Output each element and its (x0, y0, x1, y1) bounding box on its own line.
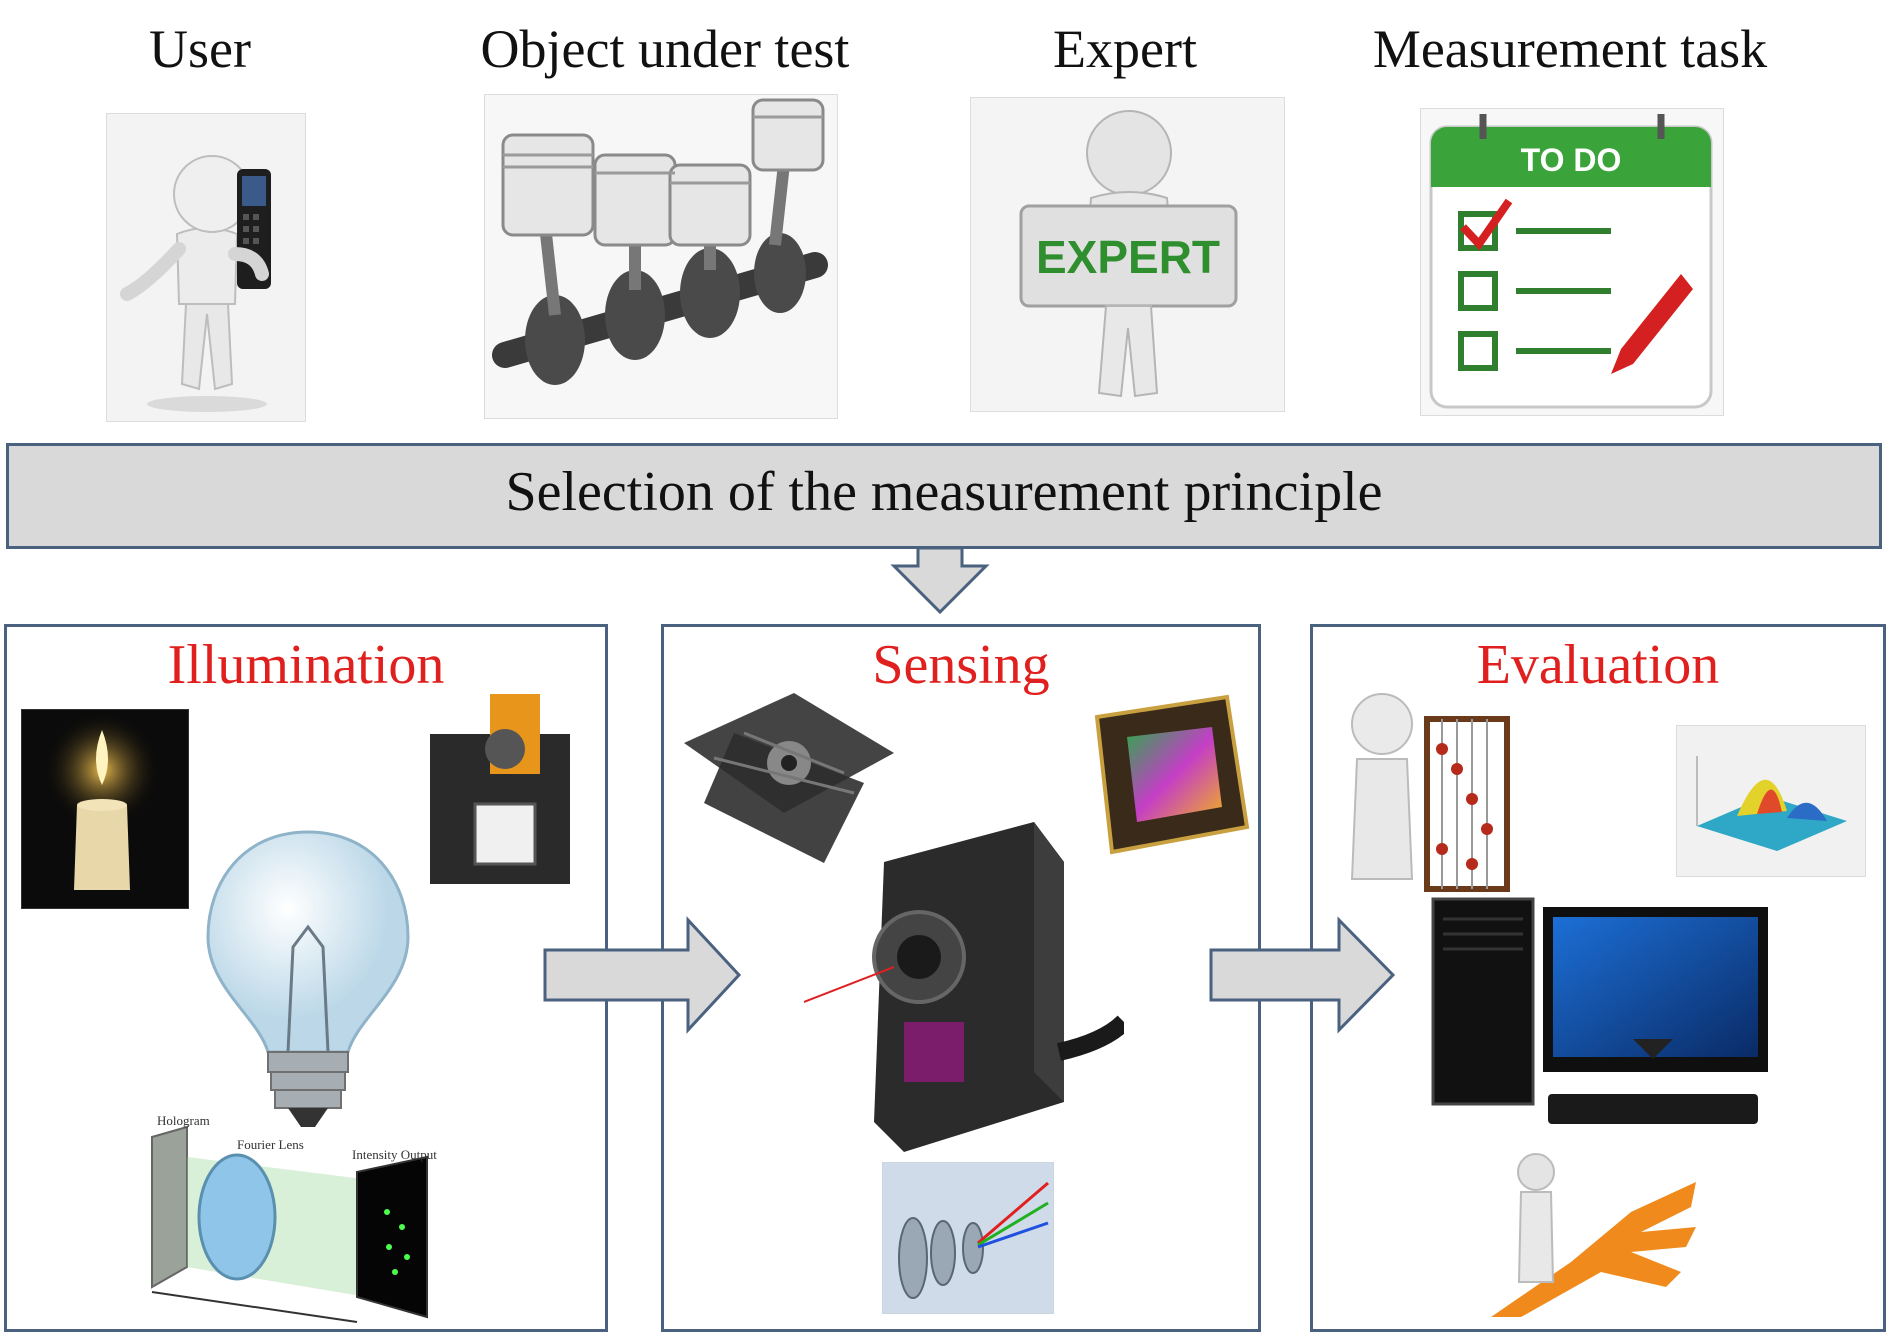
todo-header-text: TO DO (1521, 142, 1622, 178)
engine-pistons-icon (484, 94, 838, 419)
user-phone-figure-icon (106, 113, 306, 422)
stakeholder-label-task: Measurement task (1372, 19, 1768, 79)
intensity-output-label: Intensity Output (352, 1147, 437, 1162)
expert-sign-text: EXPERT (1036, 231, 1220, 283)
todo-calendar-icon: TO DO (1420, 108, 1724, 416)
stage-evaluation: Evaluation (1310, 624, 1886, 1332)
candle-icon (21, 709, 189, 909)
stage-sensing: Sensing (661, 624, 1261, 1332)
abacus-figure-icon (1327, 679, 1517, 899)
hologram-label: Hologram (157, 1113, 210, 1128)
surface-plot-icon (1676, 725, 1866, 877)
stage-illumination: Illumination (4, 624, 608, 1332)
right-arrow-icon-1 (543, 916, 742, 1034)
xy-stage-icon (674, 673, 904, 873)
stage-title-evaluation: Evaluation (1476, 634, 1720, 696)
banner-label: Selection of the measurement principle (505, 461, 1383, 523)
desktop-computer-icon (1423, 889, 1778, 1134)
projector-module-icon (419, 693, 591, 893)
expert-sign-figure-icon: EXPERT (970, 97, 1285, 412)
image-sensor-chip-icon (1077, 687, 1257, 862)
decision-figure-icon (1481, 1142, 1706, 1322)
down-arrow-icon (890, 546, 990, 615)
stakeholder-label-user: User (149, 19, 251, 79)
stakeholder-label-expert: Expert (1053, 19, 1197, 79)
lens-system-icon (882, 1162, 1054, 1314)
hologram-optics-icon: Hologram Fourier Lens Intensity Output (127, 1097, 457, 1327)
stage-title-sensing: Sensing (872, 634, 1050, 696)
stage-title-illumination: Illumination (167, 634, 445, 696)
fourier-lens-label: Fourier Lens (237, 1137, 304, 1152)
laser-sensor-icon (803, 822, 1131, 1162)
light-bulb-icon (203, 827, 413, 1137)
stakeholder-label-object: Object under test (480, 19, 850, 79)
selection-banner: Selection of the measurement principle (6, 443, 1882, 549)
right-arrow-icon-2 (1209, 916, 1396, 1034)
